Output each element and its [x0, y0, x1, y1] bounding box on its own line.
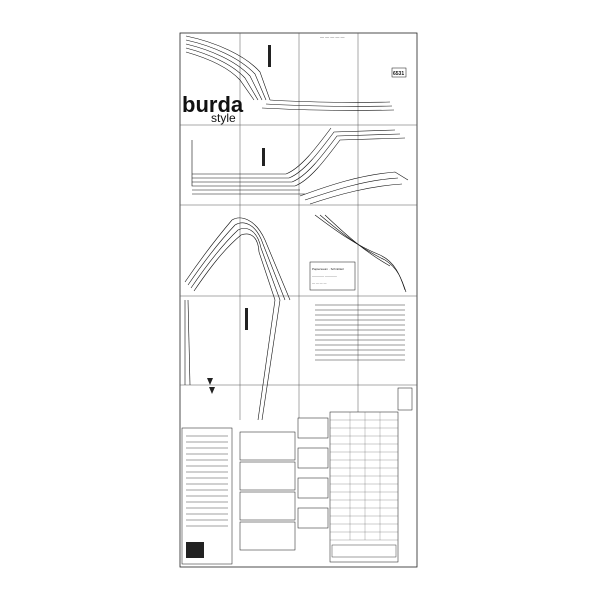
- size-table: [329, 411, 399, 563]
- pattern-piece-top-left: [185, 35, 395, 111]
- info-box: [309, 261, 356, 291]
- pattern-number: 6531: [393, 71, 404, 77]
- size-figure-strip: [331, 544, 397, 558]
- pattern-markings: [207, 45, 271, 394]
- pattern-number-badge: [391, 67, 407, 78]
- sheet-header: — — — — —: [320, 34, 344, 39]
- pattern-piece-skirt: [184, 217, 291, 421]
- instructions-panel-lines: [186, 435, 228, 527]
- instruction-text-block: [315, 304, 405, 361]
- info-box-line1: Papiersaum · Schnittteil: [312, 267, 344, 271]
- info-box-line3: — — — —: [312, 281, 327, 285]
- instructions-photo: [186, 542, 204, 558]
- brand-logo: burda: [182, 92, 244, 117]
- brand-style: style: [211, 111, 236, 125]
- size-table-rules: [330, 412, 398, 541]
- pattern-piece-bodice: [191, 127, 406, 195]
- layout-diagrams: [239, 417, 329, 551]
- pattern-piece-sleeve: [299, 171, 409, 293]
- page-marker: [397, 387, 413, 411]
- grid-lines: [180, 33, 417, 420]
- info-box-line2: ———— ————: [312, 274, 337, 278]
